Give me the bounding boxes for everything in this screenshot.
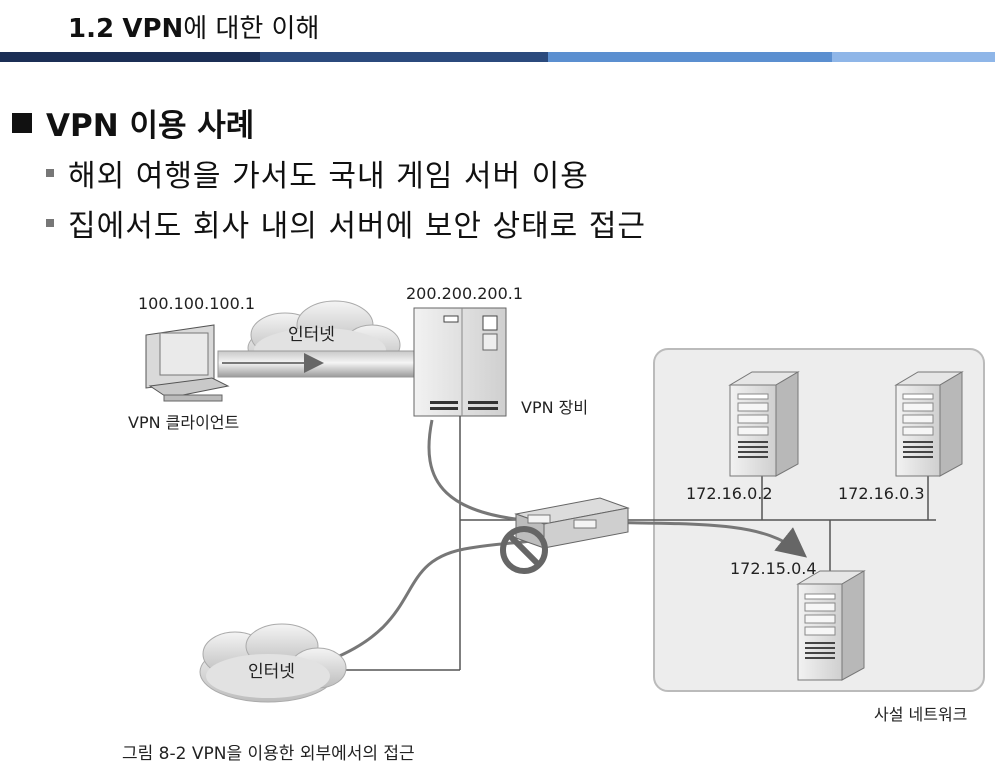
section-title: VPN 이용 사례 [12, 100, 254, 145]
bullet-text: 해외 여행을 가서도 국내 게임 서버 이용 [68, 159, 589, 194]
header-bar-seg-2 [260, 52, 548, 62]
figure-caption: 그림 8-2 VPN을 이용한 외부에서의 접근 [122, 744, 415, 764]
bullet-text: 집에서도 회사 내의 서버에 보안 상태로 접근 [68, 209, 647, 244]
server-icon [894, 371, 964, 477]
bullet-item: 집에서도 회사 내의 서버에 보안 상태로 접근 [46, 201, 646, 245]
bullet-item: 해외 여행을 가서도 국내 게임 서버 이용 [46, 151, 589, 195]
vpn-device-label: VPN 장비 [521, 398, 588, 417]
client-ip-label: 100.100.100.1 [138, 294, 255, 313]
bullet-dot-icon [46, 219, 54, 227]
header-bar-seg-4 [832, 52, 995, 62]
firewall-icon [514, 497, 630, 549]
client-label: VPN 클라이언트 [128, 413, 239, 432]
private-network-label: 사설 네트워크 [874, 705, 967, 724]
vpn-tunnel [217, 350, 419, 378]
server-icon [728, 371, 800, 477]
section-title-text: VPN 이용 사례 [46, 108, 255, 144]
server-icon [796, 570, 866, 681]
bullet-dot-icon [46, 169, 54, 177]
section-square-icon [12, 112, 32, 133]
vpn-device-icon [413, 307, 507, 417]
header-bar-seg-1 [0, 52, 260, 62]
blocked-icon [500, 526, 548, 574]
header-title-rest: 에 대한 이해 [183, 14, 320, 44]
header-title-bold: VPN [122, 14, 184, 44]
server2-ip-label: 172.16.0.3 [838, 484, 925, 503]
header-number: 1.2 [68, 14, 115, 44]
header-color-bar [0, 52, 995, 62]
client-computer-icon [145, 324, 230, 402]
header-title: 1.2 VPN에 대한 이해 [68, 8, 319, 45]
server3-ip-label: 172.15.0.4 [730, 559, 817, 578]
internet-bottom-label: 인터넷 [248, 662, 295, 682]
internet-top-label: 인터넷 [288, 325, 335, 345]
header-bar-seg-3 [548, 52, 832, 62]
vpn-ip-label: 200.200.200.1 [406, 284, 523, 303]
server1-ip-label: 172.16.0.2 [686, 484, 773, 503]
internet-cloud-bottom [199, 623, 347, 703]
